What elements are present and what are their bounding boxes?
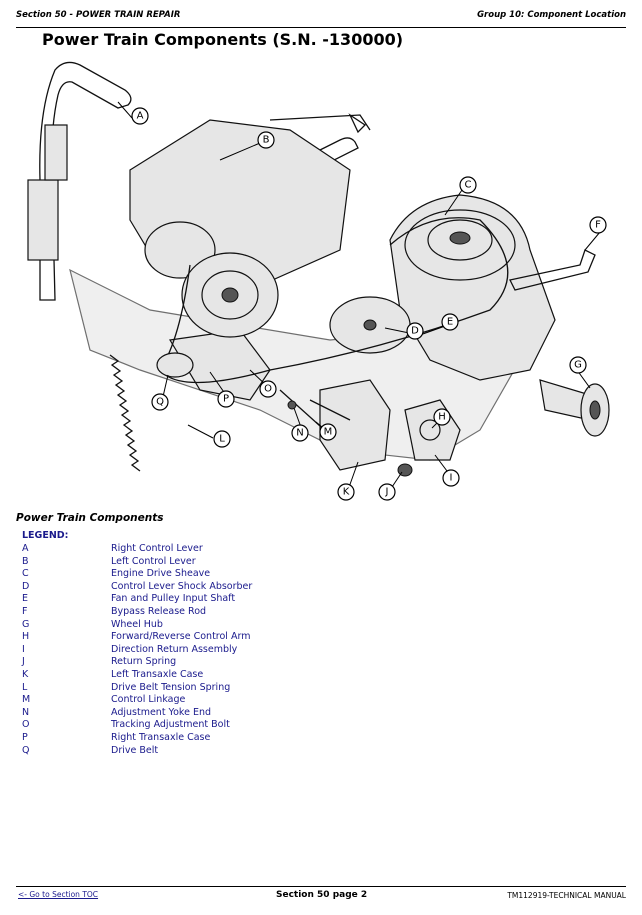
svg-text:O: O	[264, 384, 272, 395]
legend-key: N	[22, 706, 30, 718]
legend-label: Left Transaxle Case	[111, 668, 204, 680]
callout-j: J	[378, 483, 396, 501]
legend-label: Fan and Pulley Input Shaft	[111, 593, 236, 605]
page-number: Section 50 page 2	[276, 890, 368, 900]
svg-text:F: F	[595, 220, 601, 231]
callout-e: E	[441, 313, 459, 331]
legend-key: I	[22, 643, 25, 655]
legend-label: Forward/Reverse Control Arm	[111, 631, 251, 643]
legend-key: O	[22, 719, 30, 731]
legend-item: J Return Spring	[22, 656, 342, 669]
callout-p: P	[217, 390, 235, 408]
legend-key: C	[22, 568, 29, 580]
callout-l: L	[213, 430, 231, 448]
svg-text:K: K	[343, 487, 350, 498]
legend-key: B	[22, 555, 29, 567]
legend-item: G Wheel Hub	[22, 619, 342, 632]
legend-item: Q Drive Belt	[22, 745, 342, 758]
legend-label: Control Linkage	[111, 694, 186, 706]
svg-text:E: E	[447, 317, 453, 328]
header-rule	[16, 27, 626, 28]
page-header: Section 50 - POWER TRAIN REPAIR Group 10…	[16, 10, 626, 26]
callout-b: B	[257, 131, 275, 149]
svg-text:D: D	[411, 326, 419, 337]
legend-label: Drive Belt	[111, 744, 159, 756]
legend-item: N Adjustment Yoke End	[22, 707, 342, 720]
legend-label: Drive Belt Tension Spring	[111, 681, 231, 693]
callout-c: C	[459, 176, 477, 194]
legend-key: H	[22, 631, 30, 643]
callout-h: H	[433, 408, 451, 426]
svg-text:G: G	[574, 360, 582, 371]
callout-g: G	[569, 356, 587, 374]
legend-label: Adjustment Yoke End	[111, 706, 211, 718]
legend-key: K	[22, 668, 29, 680]
legend-title: LEGEND:	[22, 530, 69, 541]
legend-item: F Bypass Release Rod	[22, 606, 342, 619]
svg-text:Q: Q	[156, 397, 164, 408]
legend-item: P Right Transaxle Case	[22, 732, 342, 745]
callout-i: I	[442, 469, 460, 487]
legend-key: Q	[22, 744, 30, 756]
svg-text:B: B	[263, 135, 270, 146]
svg-text:J: J	[385, 487, 389, 498]
legend-item: C Engine Drive Sheave	[22, 568, 342, 581]
legend-item: E Fan and Pulley Input Shaft	[22, 593, 342, 606]
legend-label: Engine Drive Sheave	[111, 568, 211, 580]
legend-key: G	[22, 618, 30, 630]
legend-item: M Control Linkage	[22, 694, 342, 707]
legend-label: Wheel Hub	[111, 618, 163, 630]
legend-item: K Left Transaxle Case	[22, 669, 342, 682]
footer-rule	[16, 886, 626, 887]
legend-label: Control Lever Shock Absorber	[111, 580, 253, 592]
svg-text:C: C	[465, 180, 472, 191]
group-heading: Group 10: Component Location	[477, 10, 626, 20]
legend-list: A Right Control Lever B Left Control Lever…	[22, 543, 342, 757]
svg-text:I: I	[450, 473, 453, 484]
legend-label: Right Control Lever	[111, 543, 203, 554]
figure-caption: Power Train Components	[16, 512, 164, 524]
legend-label: Direction Return Assembly	[111, 643, 238, 655]
legend-label: Bypass Release Rod	[111, 605, 207, 617]
callout-d: D	[406, 322, 424, 340]
legend-key: F	[22, 605, 28, 617]
legend-key: A	[22, 543, 29, 554]
svg-text:N: N	[296, 428, 303, 439]
legend-item: L Drive Belt Tension Spring	[22, 682, 342, 695]
page-title: Power Train Components (S.N. -130000)	[42, 30, 404, 49]
legend-label: Tracking Adjustment Bolt	[111, 719, 230, 731]
svg-text:A: A	[137, 111, 144, 122]
legend-key: P	[22, 731, 28, 743]
callout-o: O	[259, 380, 277, 398]
callout-a: A	[131, 107, 149, 125]
legend-label: Return Spring	[111, 656, 177, 668]
legend-item: A Right Control Lever	[22, 543, 342, 556]
callout-q: Q	[151, 393, 169, 411]
svg-text:H: H	[438, 412, 446, 423]
svg-text:L: L	[219, 434, 225, 445]
power-train-diagram: A B C D E F G H I J K L M N O P Q	[27, 61, 610, 501]
legend-item: B Left Control Lever	[22, 556, 342, 569]
legend-key: J	[22, 656, 25, 668]
legend-label: Left Control Lever	[111, 555, 196, 567]
legend-item: D Control Lever Shock Absorber	[22, 581, 342, 594]
section-heading: Section 50 - POWER TRAIN REPAIR	[16, 10, 181, 20]
legend-item: O Tracking Adjustment Bolt	[22, 719, 342, 732]
legend-label: Right Transaxle Case	[111, 731, 211, 743]
svg-text:P: P	[223, 394, 229, 405]
legend-key: E	[22, 593, 29, 605]
legend-key: D	[22, 580, 30, 592]
section-toc-link[interactable]: <- Go to Section TOC	[18, 890, 99, 899]
legend-key: M	[22, 694, 31, 706]
callout-m: M	[319, 423, 337, 441]
callout-f: F	[589, 216, 607, 234]
callout-n: N	[291, 424, 309, 442]
manual-id: TM112919-TECHNICAL MANUAL	[507, 891, 626, 900]
svg-text:M: M	[324, 427, 333, 438]
callout-k: K	[337, 483, 355, 501]
legend-item: H Forward/Reverse Control Arm	[22, 631, 342, 644]
legend-key: L	[22, 681, 28, 693]
legend-item: I Direction Return Assembly	[22, 644, 342, 657]
